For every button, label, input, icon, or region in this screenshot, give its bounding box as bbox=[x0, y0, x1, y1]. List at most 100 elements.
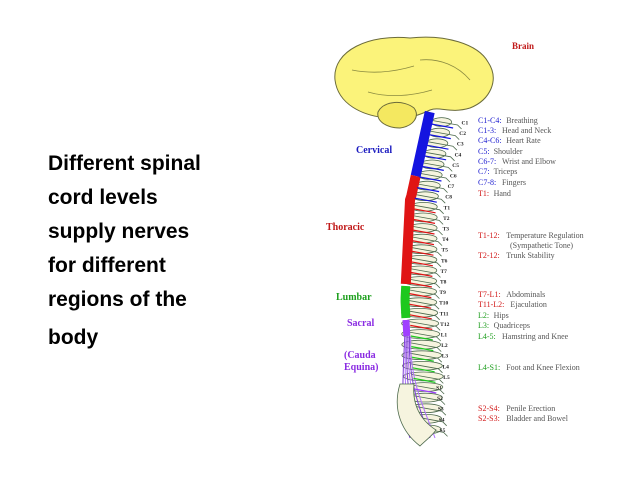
nerve-root bbox=[409, 293, 432, 299]
vertebra-label-c4: C4 bbox=[455, 152, 462, 158]
function-level: L2: bbox=[478, 311, 489, 320]
spinous-process bbox=[411, 215, 444, 225]
body-line-5: regions of the bbox=[48, 288, 187, 311]
spinous-process bbox=[411, 204, 444, 215]
spinous-process bbox=[429, 119, 462, 130]
spinous-process bbox=[407, 289, 440, 299]
nerve-root bbox=[413, 377, 436, 383]
function-description: Hamstring and Knee bbox=[502, 332, 569, 341]
function-description: Head and Neck bbox=[502, 126, 551, 135]
region-label-cauda-1: (Cauda bbox=[344, 350, 376, 361]
function-entry: S2-S3:Bladder and Bowel bbox=[478, 414, 569, 423]
body-line-4: for different bbox=[48, 254, 166, 277]
function-level: L3: bbox=[478, 321, 489, 330]
spinous-process bbox=[409, 246, 442, 257]
cerebellum bbox=[377, 102, 417, 129]
nerve-root bbox=[412, 218, 436, 224]
vertebra-label-t12: T12 bbox=[440, 322, 449, 328]
nerve-root bbox=[412, 229, 435, 235]
sacrum bbox=[396, 383, 437, 447]
function-description: Ejaculation bbox=[510, 300, 546, 309]
nerve-root bbox=[413, 208, 436, 214]
vertebra-label-l4: L4 bbox=[442, 364, 449, 370]
spinous-process bbox=[410, 363, 443, 374]
vertebra-label-l1: L1 bbox=[441, 333, 448, 339]
vertebra-label-t1: T1 bbox=[444, 205, 451, 211]
spinal-cord-segment bbox=[400, 174, 421, 285]
nerve-root bbox=[410, 271, 433, 277]
function-description: Hand bbox=[494, 189, 511, 198]
function-entry: C4-C6:Heart Rate bbox=[478, 136, 541, 145]
function-entry: C7-8:Fingers bbox=[478, 178, 526, 187]
nerve-root bbox=[410, 335, 433, 341]
function-entry: C6-7:Wrist and Elbow bbox=[478, 157, 556, 166]
nerve-root bbox=[411, 240, 435, 246]
nerve-root bbox=[412, 367, 435, 373]
body-line-6: body bbox=[48, 326, 99, 349]
function-description: Quadriceps bbox=[494, 321, 530, 330]
spinous-process bbox=[409, 236, 443, 246]
vertebra-label-c3: C3 bbox=[457, 142, 464, 148]
function-entry: C1-3: Head and Neck bbox=[478, 126, 551, 135]
vertebra-label-t8: T8 bbox=[440, 280, 447, 286]
vertebra-label-s5: S5 bbox=[440, 428, 446, 434]
function-level: C6-7: bbox=[478, 157, 496, 166]
function-entry: C7:Triceps bbox=[478, 167, 517, 176]
region-label-sacral: Sacral bbox=[347, 318, 374, 329]
function-description: Shoulder bbox=[494, 147, 523, 156]
brain-fold-2 bbox=[419, 59, 471, 81]
vertebra-label-c8: C8 bbox=[445, 195, 452, 201]
function-level: C5: bbox=[478, 147, 490, 156]
spinal-cord-segment bbox=[400, 285, 411, 319]
function-entry: (Sympathetic Tone) bbox=[510, 241, 573, 250]
vertebra-label-c1: C1 bbox=[462, 121, 469, 127]
function-entry: T11-L2:Ejaculation bbox=[478, 300, 547, 309]
region-label-cauda-2: Equina) bbox=[344, 362, 378, 373]
slide-body-text: Different spinal cord levels supply nerv… bbox=[48, 147, 268, 355]
nerve-root bbox=[409, 282, 432, 288]
nerve-root bbox=[409, 303, 432, 309]
spinous-process bbox=[417, 172, 451, 183]
vertebra-label-c6: C6 bbox=[450, 174, 457, 180]
function-description: Foot and Knee Flexion bbox=[506, 363, 580, 372]
vertebra-label-c7: C7 bbox=[448, 184, 455, 190]
function-description: Bladder and Bowel bbox=[506, 414, 569, 423]
function-description: Abdominals bbox=[506, 290, 545, 299]
function-entry: T2-12:Trunk Stability bbox=[478, 251, 555, 260]
vertebra-label-group: C1C2C3C4C5C6C7C8T1T2T3T4T5T6T7T8T9T10T11… bbox=[436, 121, 468, 434]
function-level: T2-12: bbox=[478, 251, 500, 260]
vertebra-label-t9: T9 bbox=[439, 290, 446, 296]
vertebra-label-l2: L2 bbox=[441, 343, 448, 349]
vertebra-label-t4: T4 bbox=[442, 237, 449, 243]
nerve-root bbox=[411, 356, 434, 362]
spinous-process bbox=[411, 374, 444, 384]
vertebra-label-t2: T2 bbox=[443, 216, 450, 222]
function-entry: L4-S1: Foot and Knee Flexion bbox=[478, 363, 580, 372]
body-line-3: supply nerves bbox=[48, 220, 190, 243]
spinous-process bbox=[408, 268, 441, 278]
spinal-cord-segment bbox=[402, 319, 411, 337]
function-entry: L4-5:Hamstring and Knee bbox=[478, 332, 569, 341]
body-line-1: Different spinal bbox=[48, 152, 201, 175]
function-level: C1-3: bbox=[478, 126, 496, 135]
function-description: Heart Rate bbox=[506, 136, 541, 145]
function-description: (Sympathetic Tone) bbox=[510, 241, 573, 250]
region-label-thoracic: Thoracic bbox=[326, 222, 365, 233]
vertebra-label-t3: T3 bbox=[443, 227, 450, 233]
function-level: T7-L1: bbox=[478, 290, 501, 299]
function-level: T1: bbox=[478, 189, 489, 198]
function-entry: S2-S4:Penile Erection bbox=[478, 404, 555, 413]
cerebrum bbox=[334, 36, 494, 119]
vertebra-label-t10: T10 bbox=[439, 301, 448, 307]
function-entry: T1: Hand bbox=[478, 189, 511, 198]
function-entry: C1-C4:Breathing bbox=[478, 116, 538, 125]
vertebra-label-s3: S3 bbox=[438, 407, 444, 413]
function-level: L4-S1: bbox=[478, 363, 500, 372]
nerve-root bbox=[417, 187, 440, 193]
nerve-root bbox=[411, 250, 434, 256]
spinous-process bbox=[424, 140, 458, 151]
spinous-process bbox=[408, 257, 442, 268]
vertebra-label-t7: T7 bbox=[440, 269, 447, 275]
spinous-process bbox=[407, 310, 440, 321]
